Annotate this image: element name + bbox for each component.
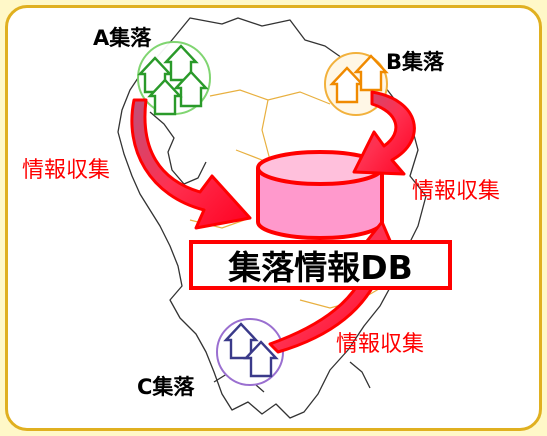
village-a-label: A集落 [93,26,152,50]
flow-arrow-from-b [352,90,416,176]
village-b-label: B集落 [386,50,445,74]
village-c-houses-icon [223,322,279,378]
village-c-label: C集落 [137,375,195,399]
village-a-houses-icon [137,44,209,116]
village-b-houses-icon [329,54,389,104]
flow-c-label: 情報収集 [336,332,425,357]
flow-a-label: 情報収集 [22,158,111,183]
database-cylinder-icon [256,150,384,240]
database-label: 集落情報DB [189,240,452,290]
flow-b-label: 情報収集 [412,179,501,204]
flow-arrow-from-a [130,98,252,230]
